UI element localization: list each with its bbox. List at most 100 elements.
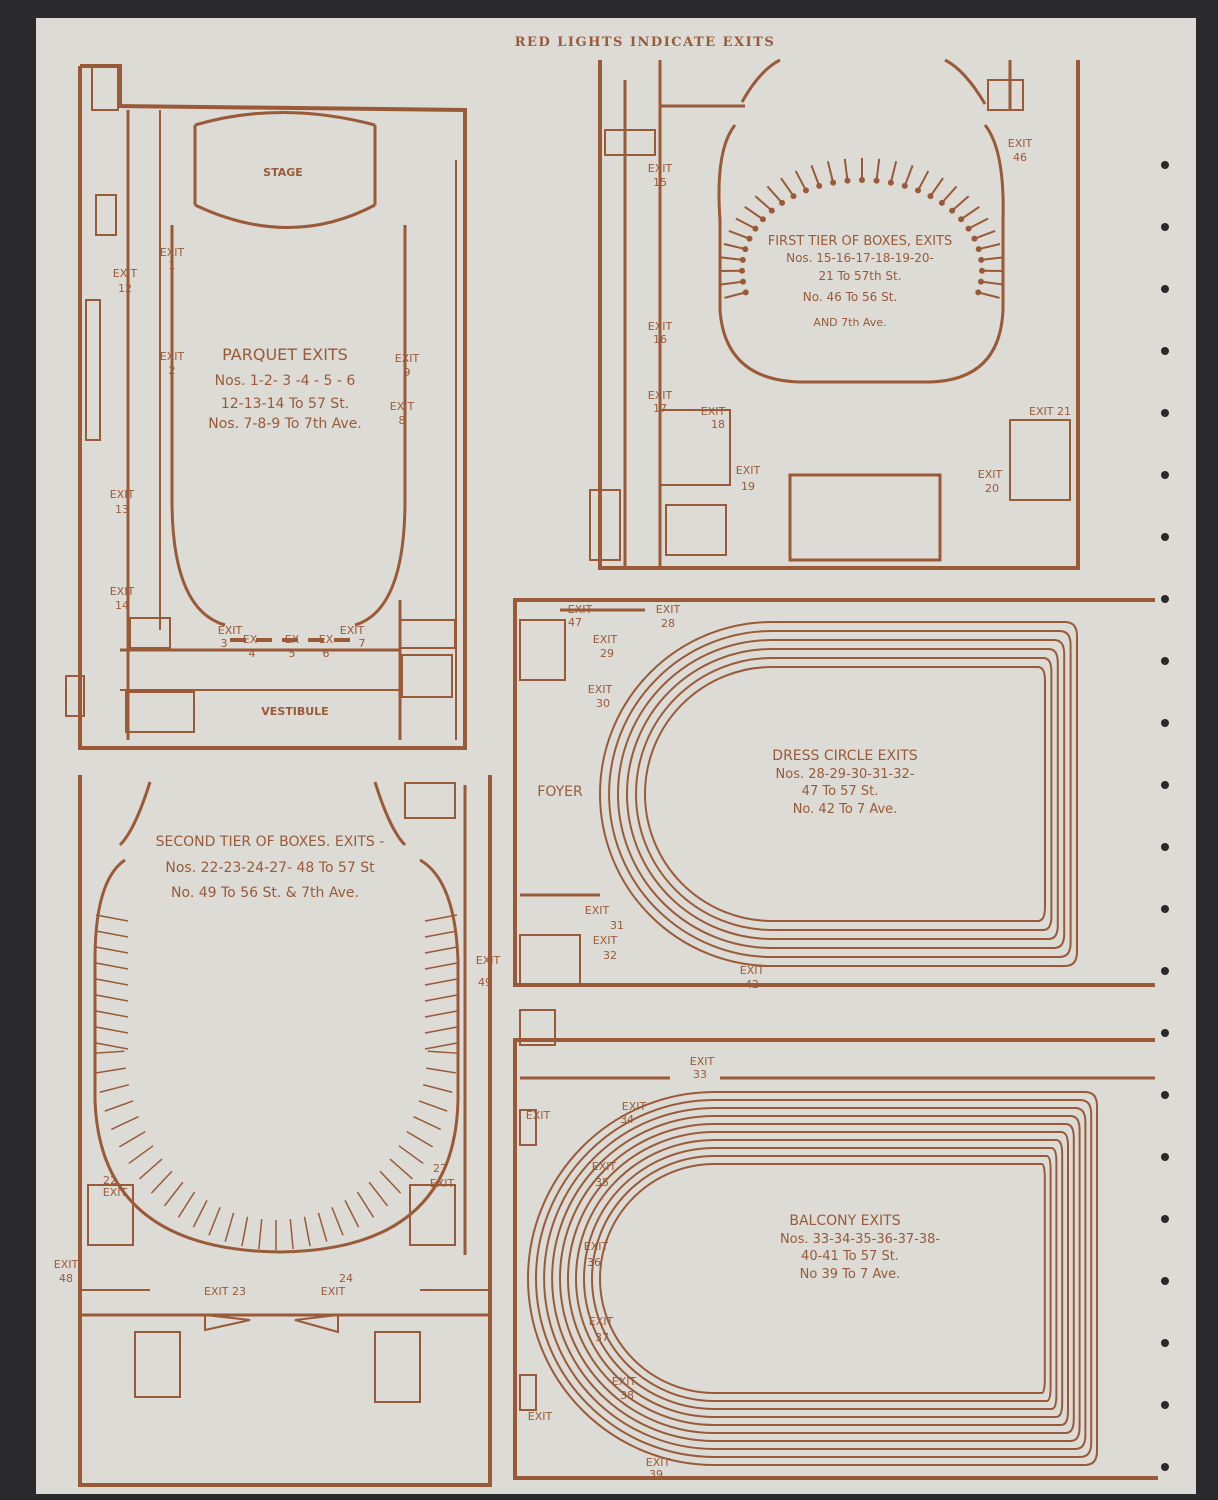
svg-text:EXIT: EXIT xyxy=(740,964,765,977)
box-seat xyxy=(873,177,880,184)
seating-row xyxy=(583,1147,1058,1410)
parquet-caption-line: 12-13-14 To 57 St. xyxy=(221,396,349,412)
box-divider xyxy=(317,1212,328,1242)
box-divider xyxy=(780,177,795,197)
svg-text:5: 5 xyxy=(289,647,296,660)
box-divider xyxy=(413,1115,441,1131)
box-divider xyxy=(95,994,129,1002)
box-divider xyxy=(289,1219,294,1250)
box-divider xyxy=(424,946,458,954)
box-seat xyxy=(887,179,894,186)
svg-text:4: 4 xyxy=(249,647,256,660)
box-divider xyxy=(951,195,970,212)
exit-label: EXIT xyxy=(526,1109,551,1122)
binding-hole xyxy=(1161,905,1169,913)
box-seat xyxy=(975,246,982,253)
box-divider xyxy=(917,170,930,191)
balcony-rows xyxy=(527,1091,1098,1466)
exit-label: EX4 xyxy=(243,633,258,660)
svg-text:EXIT: EXIT xyxy=(110,488,135,501)
balcony-floor-plan xyxy=(513,1009,1158,1480)
binding-hole xyxy=(1161,1215,1169,1223)
box-seat xyxy=(830,179,837,186)
svg-text:EXIT 21: EXIT 21 xyxy=(1029,405,1071,418)
svg-text:EXIT: EXIT xyxy=(395,352,420,365)
box-divider xyxy=(826,161,835,183)
svg-text:42: 42 xyxy=(745,978,759,991)
svg-text:EXIT: EXIT xyxy=(160,246,185,259)
binding-hole xyxy=(1161,471,1169,479)
svg-text:EXIT: EXIT xyxy=(113,267,138,280)
svg-text:3: 3 xyxy=(221,637,228,650)
binding-hole xyxy=(1161,409,1169,417)
svg-text:17: 17 xyxy=(653,402,667,415)
seating-row xyxy=(535,1099,1093,1458)
first-tier-caption-line: 21 To 57th St. xyxy=(818,269,901,283)
svg-text:EXIT: EXIT xyxy=(103,1186,128,1199)
first-tier-caption-line: Nos. 15-16-17-18-19-20- xyxy=(786,251,934,265)
balcony-caption-line: 40-41 To 57 St. xyxy=(801,1249,899,1264)
seating-row xyxy=(551,1115,1081,1442)
exit-label: EXIT xyxy=(528,1410,553,1423)
box-seat xyxy=(978,267,985,274)
seating-row xyxy=(635,657,1053,931)
box-divider xyxy=(379,1170,402,1194)
svg-text:EXIT: EXIT xyxy=(646,1456,671,1469)
dress-circle-labels: FOYER DRESS CIRCLE EXITS Nos. 28-29-30-3… xyxy=(537,603,918,991)
box-seat xyxy=(977,278,984,285)
exit-label: EXIT 12 xyxy=(113,267,138,295)
box-seat xyxy=(752,225,759,232)
svg-text:EXIT 23: EXIT 23 xyxy=(204,1285,246,1298)
svg-text:12: 12 xyxy=(118,282,132,295)
balcony-caption-title: BALCONY EXITS xyxy=(789,1213,900,1229)
box-seat xyxy=(759,216,766,223)
parquet-floor-plan xyxy=(65,64,467,750)
seating-row xyxy=(626,648,1059,940)
svg-text:6: 6 xyxy=(323,647,330,660)
seating-row xyxy=(608,630,1072,958)
foyer-label: FOYER xyxy=(537,784,583,800)
svg-text:EXIT: EXIT xyxy=(593,934,618,947)
first-tier-floor-plan xyxy=(589,58,1080,570)
box-divider xyxy=(258,1219,263,1250)
box-divider xyxy=(974,230,996,240)
box-divider xyxy=(978,242,1001,251)
binding-hole xyxy=(1161,1339,1169,1347)
box-divider xyxy=(423,1084,453,1093)
second-tier-caption-title: SECOND TIER OF BOXES. EXITS - xyxy=(156,834,385,850)
box-divider xyxy=(977,291,1000,299)
second-tier-floor-plan xyxy=(78,775,492,1487)
box-divider xyxy=(981,256,1004,261)
box-divider xyxy=(889,161,898,183)
svg-text:47: 47 xyxy=(568,616,582,629)
box-divider xyxy=(424,930,458,938)
binding-hole xyxy=(1161,781,1169,789)
svg-text:EXIT: EXIT xyxy=(476,954,501,967)
svg-text:8: 8 xyxy=(399,414,406,427)
svg-text:EXIT: EXIT xyxy=(110,585,135,598)
exit-label: EXIT 21 xyxy=(1029,405,1071,418)
balcony-caption-line: No 39 To 7 Ave. xyxy=(800,1267,901,1282)
box-seat xyxy=(844,177,851,184)
second-tier-labels: SECOND TIER OF BOXES. EXITS - Nos. 22-23… xyxy=(54,834,501,1298)
box-divider xyxy=(424,1042,458,1050)
box-seat xyxy=(901,182,908,189)
second-tier-caption-line: Nos. 22-23-24-27- 48 To 57 St xyxy=(165,860,375,876)
box-divider xyxy=(94,1050,125,1054)
binding-hole xyxy=(1161,843,1169,851)
balcony-labels: BALCONY EXITS Nos. 33-34-35-36-37-38- 40… xyxy=(526,1055,941,1481)
first-tier-caption-title: FIRST TIER OF BOXES, EXITS xyxy=(768,234,953,249)
box-divider xyxy=(903,164,914,187)
box-divider xyxy=(794,170,807,191)
first-tier-boxes xyxy=(719,158,1005,299)
exit-label: EXIT 23 xyxy=(204,1285,246,1298)
